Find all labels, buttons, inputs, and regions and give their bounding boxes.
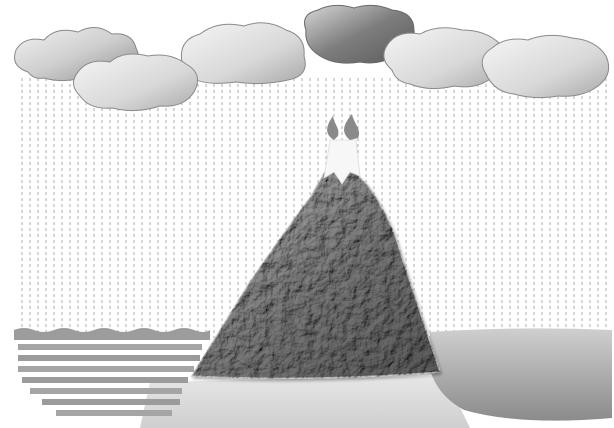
cloud — [181, 23, 305, 84]
water-layer — [18, 344, 202, 350]
flame-icon — [344, 114, 359, 140]
flames — [327, 114, 359, 140]
mountain — [192, 160, 440, 378]
water-layer — [30, 388, 182, 394]
water-surface-wave — [14, 328, 210, 340]
water-layer — [42, 399, 180, 405]
water-layer — [18, 355, 200, 361]
flame-icon — [327, 116, 338, 140]
water-layer — [56, 410, 172, 416]
cloud — [73, 54, 197, 111]
cloud — [482, 35, 609, 97]
mountain-body — [192, 160, 440, 378]
ground — [140, 376, 470, 428]
water-layer — [18, 366, 194, 372]
water-layer — [22, 377, 188, 383]
clouds — [15, 5, 609, 110]
